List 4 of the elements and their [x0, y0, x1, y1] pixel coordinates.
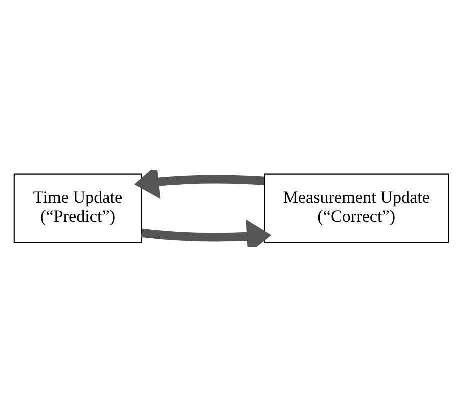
arrow: [140, 219, 272, 246]
node-box: Time Update (“Predict”): [13, 173, 142, 243]
arrow: [134, 170, 264, 199]
node-box: Measurement Update (“Correct”): [264, 173, 449, 243]
